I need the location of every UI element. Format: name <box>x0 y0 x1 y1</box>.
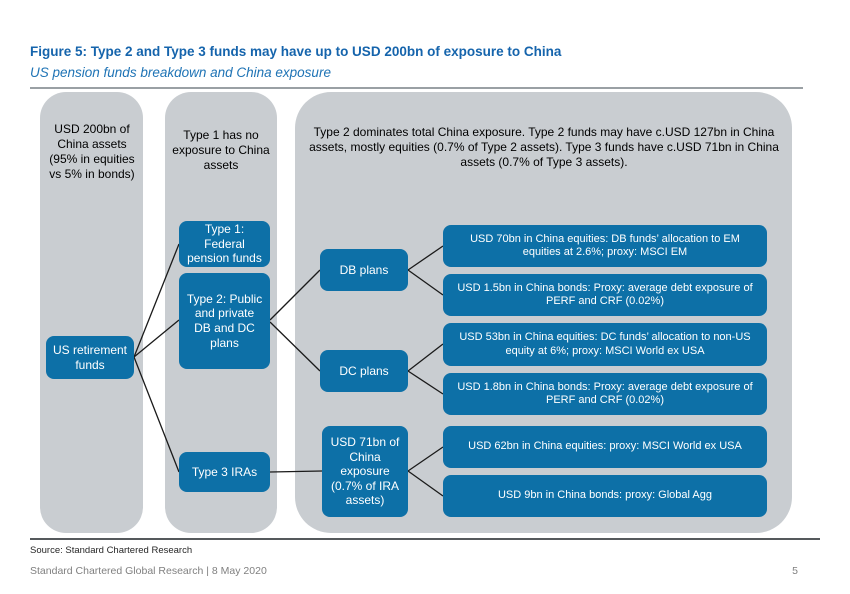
node-db-plans: DB plans <box>320 249 408 291</box>
node-dc-plans: DC plans <box>320 350 408 392</box>
detail-dc-china-bonds: USD 1.8bn in China bonds: Proxy: average… <box>443 373 767 415</box>
detail-ira-china-bonds: USD 9bn in China bonds: proxy: Global Ag… <box>443 475 767 517</box>
node-type2-db-dc-plans: Type 2: Public and private DB and DC pla… <box>179 273 270 369</box>
footer-divider <box>30 538 820 540</box>
node-type3-iras: Type 3 IRAs <box>179 452 270 492</box>
figure-title: Figure 5: Type 2 and Type 3 funds may ha… <box>30 44 562 59</box>
note-type2-type3-exposure: Type 2 dominates total China exposure. T… <box>309 125 779 169</box>
column-us-retirement <box>40 92 143 533</box>
detail-ira-china-equities: USD 62bn in China equities: proxy: MSCI … <box>443 426 767 468</box>
page-number: 5 <box>792 565 798 577</box>
node-ira-china-exposure: USD 71bn of China exposure (0.7% of IRA … <box>322 426 408 517</box>
note-total-china-assets: USD 200bn of China assets (95% in equiti… <box>49 122 135 181</box>
source-note: Source: Standard Chartered Research <box>30 545 193 556</box>
detail-db-china-equities: USD 70bn in China equities: DB funds’ al… <box>443 225 767 267</box>
figure-subtitle: US pension funds breakdown and China exp… <box>30 65 331 80</box>
node-type1-federal-pension-funds: Type 1: Federal pension funds <box>179 221 270 267</box>
publication-footer: Standard Chartered Global Research | 8 M… <box>30 565 267 577</box>
node-us-retirement-funds: US retirement funds <box>46 336 134 379</box>
detail-db-china-bonds: USD 1.5bn in China bonds: Proxy: average… <box>443 274 767 316</box>
detail-dc-china-equities: USD 53bn in China equities: DC funds’ al… <box>443 323 767 366</box>
header-divider <box>30 87 803 89</box>
note-type1-no-exposure: Type 1 has no exposure to China assets <box>172 128 270 172</box>
